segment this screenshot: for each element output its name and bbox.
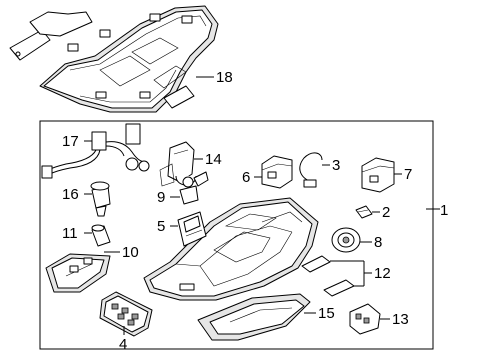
callout-18: 18 bbox=[216, 69, 233, 86]
callout-13: 13 bbox=[392, 311, 409, 328]
part-18-frame bbox=[9, 5, 219, 113]
callout-7: 7 bbox=[404, 166, 412, 183]
callout-labels: 1 2 3 4 5 6 7 8 9 10 11 12 13 14 15 16 1… bbox=[62, 69, 448, 353]
part-17-harness bbox=[41, 123, 150, 179]
callout-1: 1 bbox=[440, 202, 448, 219]
callout-8: 8 bbox=[374, 234, 382, 251]
callout-16: 16 bbox=[62, 186, 79, 203]
callout-11: 11 bbox=[62, 225, 78, 242]
part-10-lens bbox=[45, 253, 111, 293]
callout-10: 10 bbox=[122, 244, 139, 261]
part-9-socket bbox=[179, 171, 209, 205]
callout-5: 5 bbox=[157, 218, 165, 235]
part-2-clip bbox=[355, 205, 373, 219]
part-16-bulb-socket bbox=[90, 181, 111, 217]
callout-12: 12 bbox=[374, 265, 391, 282]
part-11-bulb bbox=[91, 224, 111, 247]
callout-3: 3 bbox=[332, 157, 340, 174]
part-12-trims bbox=[301, 255, 355, 297]
callout-6: 6 bbox=[242, 169, 250, 186]
leader-lines bbox=[84, 140, 433, 335]
part-3-wire bbox=[299, 152, 323, 188]
callout-2: 2 bbox=[382, 204, 390, 221]
part-15-trim-bezel bbox=[197, 293, 311, 341]
assembly-boundary bbox=[39, 120, 440, 350]
callout-4: 4 bbox=[119, 336, 127, 353]
callout-9: 9 bbox=[157, 189, 165, 206]
callout-15: 15 bbox=[318, 305, 335, 322]
part-6-module bbox=[261, 155, 293, 189]
part-7-module bbox=[361, 157, 395, 193]
part-13-connector bbox=[349, 303, 381, 335]
callout-14: 14 bbox=[205, 151, 222, 168]
part-1-console-housing bbox=[143, 197, 319, 301]
part-4-switch-panel bbox=[99, 291, 153, 337]
callout-17: 17 bbox=[62, 133, 79, 150]
part-5-switch bbox=[177, 211, 207, 247]
part-8-round-switch bbox=[331, 227, 361, 253]
